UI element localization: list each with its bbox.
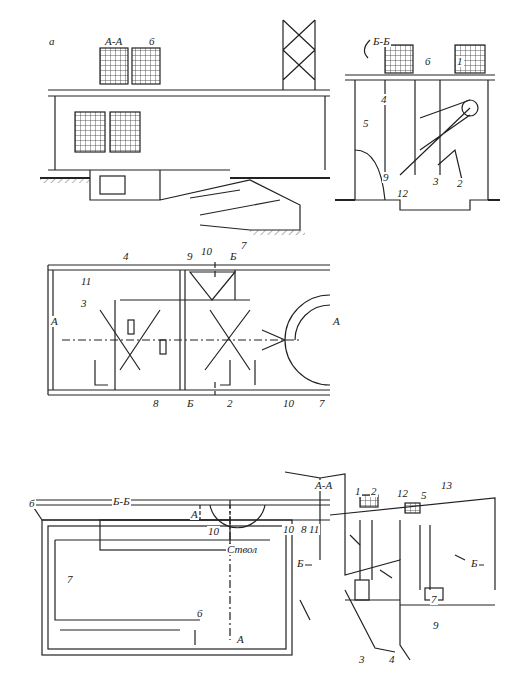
callout-number: 10 [200, 246, 213, 257]
callout-number: 3 [432, 176, 440, 187]
callout-number: 10 [207, 526, 220, 537]
callout-number: 2 [456, 178, 464, 189]
callout-number: 12 [396, 188, 409, 199]
callout-number: 8 [300, 524, 308, 535]
callout-number: 4 [388, 654, 396, 665]
callout-number: А [236, 634, 245, 645]
section-a-a [40, 20, 330, 235]
callout-number: 6 [424, 56, 432, 67]
callout-number: Б-Б [372, 36, 391, 47]
callout-number: 7 [240, 240, 248, 251]
callout-number: 11 [308, 524, 320, 535]
callout-number: 7 [66, 574, 74, 585]
callout-number: 3 [358, 654, 366, 665]
callout-number: 8 [152, 398, 160, 409]
callout-number: Б [470, 558, 479, 569]
section-b-a-a [285, 472, 495, 660]
callout-number: Б [186, 398, 195, 409]
callout-number: 13 [440, 480, 453, 491]
callout-number: 3 [80, 298, 88, 309]
callout-number: 7 [430, 594, 438, 605]
callout-number: 4 [380, 94, 388, 105]
callout-number: 9 [432, 620, 440, 631]
callout-number: 5 [420, 490, 428, 501]
callout-number: 5 [362, 118, 370, 129]
callout-number: А-А [314, 480, 333, 491]
plan-a [48, 262, 330, 395]
callout-number: 9 [382, 172, 390, 183]
callout-number: А [50, 316, 59, 327]
callout-number: А-А [104, 36, 123, 47]
callout-number: Б [229, 251, 238, 262]
callout-number: А [332, 316, 341, 327]
callout-number: 7 [318, 398, 326, 409]
callout-number: Б [296, 558, 305, 569]
callout-number: 1 [354, 486, 362, 497]
callout-number: 6 [148, 36, 156, 47]
callout-number: 6 [196, 608, 204, 619]
callout-number: 10 [282, 524, 295, 535]
callout-number: 1 [456, 56, 464, 67]
callout-number: А [190, 509, 199, 520]
callout-number: б [28, 498, 36, 509]
callout-number: 9 [186, 251, 194, 262]
callout-number: 2 [226, 398, 234, 409]
callout-number: а [48, 36, 56, 47]
callout-number: 10 [282, 398, 295, 409]
callout-number: 2 [370, 486, 378, 497]
callout-number: 11 [80, 276, 92, 287]
plan-b [32, 500, 330, 655]
callout-number: 4 [122, 251, 130, 262]
callout-number: 12 [396, 488, 409, 499]
callout-number: Б-Б [112, 496, 131, 507]
callout-number: Ствол [226, 544, 258, 555]
section-b-b [335, 40, 500, 210]
